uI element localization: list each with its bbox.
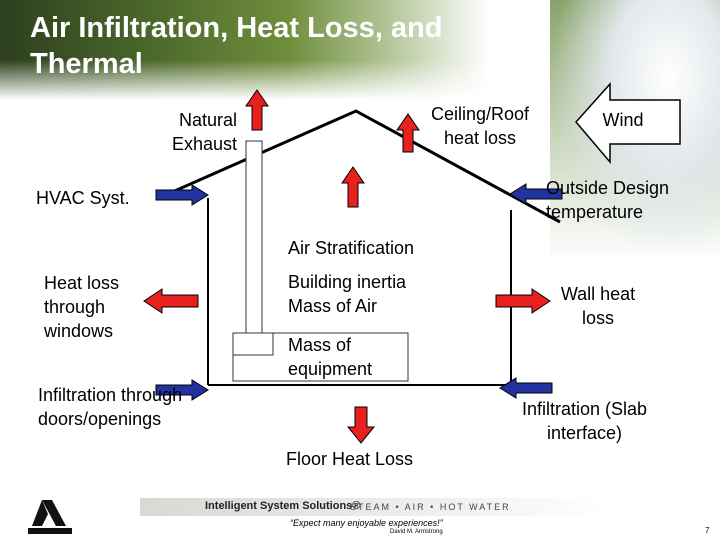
page-number: 7: [705, 526, 710, 535]
floor-heat-loss-label: Floor Heat Loss: [286, 449, 414, 469]
attic-up-arrow: [341, 166, 365, 208]
footer-company: Intelligent System Solutions®: [205, 500, 361, 512]
infiltration-doors-label: Infiltration through doors/openings: [38, 385, 183, 429]
building-inertia-label: Building inertia Mass of Air: [288, 272, 407, 316]
ceiling-up-arrow: [396, 113, 420, 153]
roof-line: [169, 109, 561, 224]
mass-equipment-label: Mass of equipment: [288, 335, 373, 379]
wall-heat-loss-label: Wall heat loss: [560, 284, 636, 328]
wind-label: Wind: [602, 110, 644, 130]
infiltration-slab-label: Infiltration (Slab interface): [521, 399, 648, 443]
footer-quote: “Expect many enjoyable experiences!”: [290, 518, 443, 528]
window-left-arrow: [143, 288, 199, 314]
wind-arrow-icon: [575, 82, 681, 164]
air-stratification-label: Air Stratification: [288, 238, 415, 258]
footer-bar: [140, 498, 605, 516]
exhaust-up-arrow: [245, 89, 269, 131]
page-title: Air Infiltration, Heat Loss, and Thermal: [30, 12, 443, 80]
chimney: [245, 140, 263, 334]
door-right-arrow: [155, 379, 209, 401]
floor-down-arrow: [346, 406, 376, 444]
outside-left-arrow: [509, 183, 563, 205]
outside-design-label: Outside Design temperature: [546, 178, 670, 222]
equipment-box: [232, 332, 409, 382]
wall-right-arrow: [495, 288, 551, 314]
footer-tagline: STEAM • AIR • HOT WATER: [350, 502, 511, 512]
hvac-right-arrow: [155, 184, 209, 206]
footer-author: David M. Armstrong: [390, 529, 443, 535]
ceiling-roof-label: Ceiling/Roof heat loss: [430, 104, 530, 148]
slab-left-arrow: [499, 377, 553, 399]
natural-exhaust-label: Natural Exhaust: [171, 110, 237, 154]
furnace-box: [232, 332, 274, 356]
heat-loss-windows-label: Heat loss through windows: [44, 273, 120, 341]
hvac-label: HVAC Syst.: [36, 188, 130, 208]
armstrong-logo-icon: [28, 500, 72, 534]
